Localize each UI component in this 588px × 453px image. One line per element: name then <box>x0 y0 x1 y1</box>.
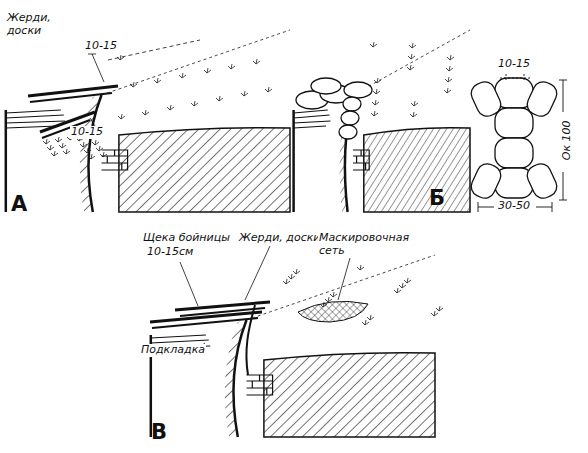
part-label: Щека бойницы <box>142 232 231 245</box>
grass-tuft <box>431 311 438 316</box>
grass-tuft <box>43 139 50 144</box>
material-label: Жерди, доски <box>238 232 322 245</box>
grass-tuft <box>241 91 248 96</box>
grass-tuft <box>444 88 451 93</box>
grass-tuft <box>253 59 260 64</box>
grass-tuft <box>409 43 416 48</box>
grass-tuft <box>130 82 137 87</box>
grass-tuft <box>447 55 454 60</box>
grass-tuft <box>59 143 66 148</box>
grass-tuft <box>410 112 417 117</box>
grass-tuft <box>55 137 62 142</box>
grass-tuft <box>80 142 87 147</box>
grass-tuft <box>117 55 124 60</box>
dimension-label: 10-15 <box>70 126 104 139</box>
grass-tuft <box>374 78 381 83</box>
grass-tuft <box>446 66 453 71</box>
grass-tuft <box>92 140 99 145</box>
grass-tuft <box>84 148 91 153</box>
grass-tuft <box>96 146 103 151</box>
grass-tuft <box>399 283 406 288</box>
grass-tuft <box>142 110 149 115</box>
grass-tuft <box>154 78 161 83</box>
grass-tuft <box>357 265 364 270</box>
grass-tuft <box>51 151 58 156</box>
grass-tuft <box>228 64 235 69</box>
grass-tuft <box>47 145 54 150</box>
grass-tuft <box>411 101 418 106</box>
grass-tuft <box>362 320 369 325</box>
grass-tuft <box>100 152 107 157</box>
grass-tuft <box>191 101 198 106</box>
grass-tuft <box>371 111 378 116</box>
grass-tuft <box>320 302 327 307</box>
material-label: Жерди, доски <box>6 12 54 37</box>
grass-tuft <box>118 114 125 119</box>
grass-tuft <box>216 96 223 101</box>
panel-letter: А <box>10 192 28 216</box>
grass-tuft <box>373 89 380 94</box>
grass-tuft <box>88 154 95 159</box>
grass-tuft <box>372 100 379 105</box>
dimension-label: 30-50 <box>497 200 531 213</box>
grass-tuft <box>407 65 414 70</box>
grass-tuft <box>325 297 332 302</box>
panel-letter: В <box>150 420 168 444</box>
grass-tuft <box>63 149 70 154</box>
grass-tuft <box>288 274 295 279</box>
part-label: Подкладка <box>140 344 206 357</box>
grass-tuft <box>370 42 377 47</box>
grass-tuft <box>394 288 401 293</box>
grass-tuft <box>265 87 272 92</box>
dimension-label: 10-15 <box>497 58 531 71</box>
grass-tuft <box>408 54 415 59</box>
grass-tuft <box>179 73 186 78</box>
grass-tuft <box>367 315 374 320</box>
grass-tuft <box>445 77 452 82</box>
grass-tuft <box>204 68 211 73</box>
dimension-label: Ок 100 <box>561 119 574 161</box>
grass-tuft <box>293 269 300 274</box>
grass-tuft <box>167 105 174 110</box>
grass-tuft <box>283 279 290 284</box>
panel-letter: Б <box>428 186 446 210</box>
grass-tuft <box>330 292 337 297</box>
grass-tuft <box>436 306 443 311</box>
dimension-label: 10-15 <box>84 40 118 53</box>
grass-tuft <box>404 278 411 283</box>
dimension-label: 10-15см <box>146 246 194 259</box>
part-label: Маскировочная сеть <box>318 232 406 257</box>
